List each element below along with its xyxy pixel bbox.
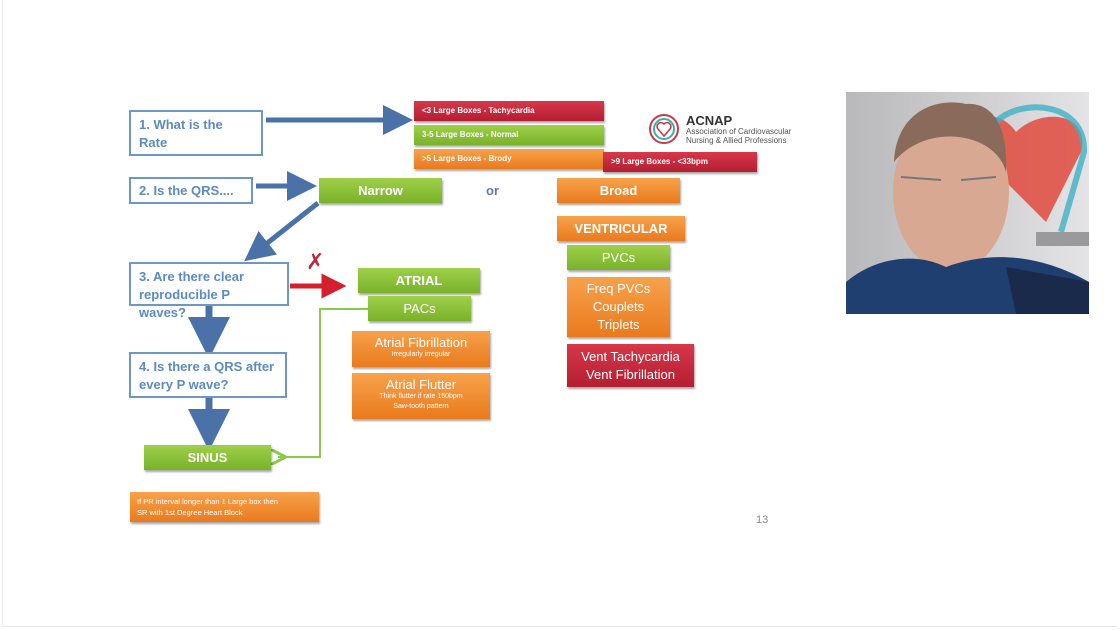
rate-normal: 3-5 Large Boxes - Normal bbox=[414, 125, 604, 145]
page-number: 13 bbox=[756, 514, 769, 526]
freq-line1: Freq PVCs bbox=[586, 281, 651, 296]
ventricular-header: VENTRICULAR bbox=[557, 216, 685, 241]
rate-tachycardia: <3 Large Boxes - Tachycardia bbox=[414, 101, 604, 121]
qrs-narrow: Narrow bbox=[319, 178, 442, 203]
flutter-title: Atrial Flutter bbox=[385, 377, 457, 392]
sinus-box: SINUS bbox=[144, 445, 271, 470]
note-line1: If PR interval longer than 1 Large box t… bbox=[137, 497, 278, 506]
no-p-wave-cross-icon: ✗ bbox=[306, 249, 325, 274]
freq-line3: Triplets bbox=[597, 317, 640, 332]
atrial-flutter-box: Atrial Flutter Think flutter if rate 150… bbox=[352, 373, 490, 419]
flutter-sub1: Think flutter if rate 150bpm bbox=[379, 393, 463, 400]
af-subtitle: Irregularly irregular bbox=[391, 351, 451, 358]
sinus-note: If PR interval longer than 1 Large box t… bbox=[130, 492, 319, 522]
logo-title: ACNAP bbox=[686, 113, 733, 128]
question-p-waves: 3. Are there clear reproducible P waves? bbox=[129, 262, 289, 320]
freq-line2: Couplets bbox=[592, 299, 645, 314]
or-label: or bbox=[486, 183, 499, 198]
note-line2: SR with 1st Degree Heart Block bbox=[137, 508, 243, 517]
rate-very-slow: >9 Large Boxes - <33bpm bbox=[603, 152, 757, 172]
presenter-image bbox=[846, 102, 1089, 314]
pvcs-box: PVCs bbox=[567, 245, 670, 270]
qrs-broad: Broad bbox=[557, 178, 680, 203]
vt-line1: Vent Tachycardia bbox=[581, 349, 680, 364]
freq-pvcs-box: Freq PVCs Couplets Triplets bbox=[567, 277, 670, 337]
vent-tachy-fib-box: Vent Tachycardia Vent Fibrillation bbox=[567, 344, 694, 387]
pacs-box: PACs bbox=[368, 296, 471, 321]
vt-line2: Vent Fibrillation bbox=[586, 367, 675, 382]
flutter-sub2: Saw-tooth pattern bbox=[393, 403, 449, 410]
rate-brady: >5 Large Boxes - Brody bbox=[414, 149, 604, 169]
question-rate: 1. What is the Rate bbox=[129, 110, 263, 156]
question-qrs-after-p: 4. Is there a QRS after every P wave? bbox=[129, 352, 287, 398]
question-qrs: 2. Is the QRS.... bbox=[129, 177, 253, 204]
af-title: Atrial Fibrillation bbox=[374, 335, 468, 350]
atrial-fibrillation-box: Atrial Fibrillation Irregularly irregula… bbox=[352, 331, 490, 367]
presenter-video bbox=[846, 92, 1089, 314]
atrial-header: ATRIAL bbox=[358, 268, 480, 293]
heart-in-circle-icon bbox=[649, 114, 679, 144]
logo-subtitle: Association of Cardiovascular Nursing & … bbox=[686, 127, 792, 145]
